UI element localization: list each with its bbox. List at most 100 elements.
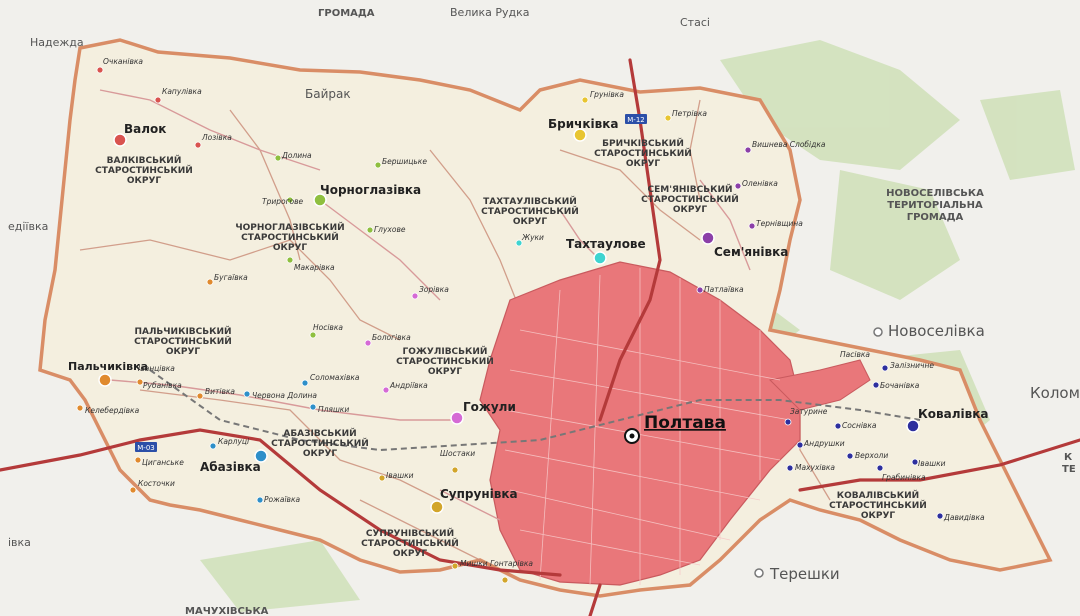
svg-text:ОКРУГ: ОКРУГ xyxy=(673,205,708,215)
center-gozhuly[interactable]: Гожули xyxy=(450,400,516,425)
svg-text:Бочанівка: Бочанівка xyxy=(880,381,920,390)
road-shield-m12: М-12 xyxy=(625,114,647,124)
svg-text:БРИЧКІВСЬКИЙ: БРИЧКІВСЬКИЙ xyxy=(602,137,684,149)
center-palchykivka[interactable]: Пальчиківка xyxy=(68,360,148,387)
svg-text:Ковалівка: Ковалівка xyxy=(918,407,988,421)
svg-text:Циганське: Циганське xyxy=(142,458,184,467)
svg-text:ОКРУГ: ОКРУГ xyxy=(861,511,896,521)
poltava-city-east xyxy=(768,359,871,411)
okrug-label-semianivskyi: СЕМ'ЯНІВСЬКИЙ СТАРОСТИНСЬКИЙ ОКРУГ xyxy=(641,183,739,215)
ext-label-ediivka: едіївка xyxy=(8,220,48,233)
ext-label-k: К xyxy=(1064,452,1073,463)
svg-text:Зорівка: Зорівка xyxy=(419,285,449,294)
svg-text:Іванцівка: Іванцівка xyxy=(138,364,175,373)
okrug-label-gozhulivskyi: ГОЖУЛІВСЬКИЙ СТАРОСТИНСЬКИЙ ОКРУГ xyxy=(396,345,494,377)
svg-text:ОКРУГ: ОКРУГ xyxy=(393,549,428,559)
svg-text:Абазівка: Абазівка xyxy=(200,460,261,474)
center-abazivka[interactable]: Абазівка xyxy=(200,449,268,474)
svg-text:Івашки: Івашки xyxy=(918,459,946,468)
svg-text:ОКРУГ: ОКРУГ xyxy=(303,449,338,459)
ext-label-novoselivska-hromada: НОВОСЕЛІВСЬКА ТЕРИТОРІАЛЬНА ГРОМАДА xyxy=(886,188,984,223)
center-semianivka[interactable]: Сем'янівка xyxy=(701,231,788,259)
svg-text:Рожаївка: Рожаївка xyxy=(264,495,300,504)
svg-text:Пляшки: Пляшки xyxy=(318,405,349,414)
svg-text:Глухове: Глухове xyxy=(374,225,406,234)
svg-text:Очканівка: Очканівка xyxy=(103,57,143,66)
svg-text:Тахтаулове: Тахтаулове xyxy=(566,237,646,251)
svg-text:Жуки: Жуки xyxy=(521,233,544,242)
tereshky-marker xyxy=(754,568,764,578)
svg-text:Косточки: Косточки xyxy=(138,479,175,488)
center-kovalivka[interactable]: Ковалівка xyxy=(906,407,988,433)
svg-text:Соснівка: Соснівка xyxy=(842,421,877,430)
svg-text:Давидівка: Давидівка xyxy=(943,513,985,522)
svg-text:Бершицьке: Бершицьке xyxy=(382,157,427,166)
okrug-label-chornoglazivskyi: ЧОРНОГЛАЗІВСЬКИЙ СТАРОСТИНСЬКИЙ ОКРУГ xyxy=(235,221,344,253)
okrug-label-suprunivskyi: СУПРУНІВСЬКИЙ СТАРОСТИНСЬКИЙ ОКРУГ xyxy=(361,527,459,559)
ext-label-nadezhda: Надежда xyxy=(30,36,84,49)
svg-text:Івашки: Івашки xyxy=(386,471,414,480)
center-brychkivka[interactable]: Бричківка xyxy=(548,117,618,142)
center-takhtaulove[interactable]: Тахтаулове xyxy=(566,237,646,265)
svg-text:Махухівка: Махухівка xyxy=(795,463,835,472)
svg-text:Мишки: Мишки xyxy=(460,559,488,568)
ext-label-hromada-top: ГРОМАДА xyxy=(318,8,375,19)
svg-text:ТЕРИТОРІАЛЬНА: ТЕРИТОРІАЛЬНА xyxy=(887,200,983,211)
center-chornoglazivka[interactable]: Чорноглазівка xyxy=(313,183,421,207)
svg-text:Макарівка: Макарівка xyxy=(294,263,335,272)
center-suprunivka[interactable]: Супрунівка xyxy=(430,487,518,514)
svg-text:ОКРУГ: ОКРУГ xyxy=(626,159,661,169)
svg-text:ТАХТАУЛІВСЬКИЙ: ТАХТАУЛІВСЬКИЙ xyxy=(483,195,577,207)
okrug-label-valkivskyi: ВАЛКІВСЬКИЙ СТАРОСТИНСЬКИЙ ОКРУГ xyxy=(95,154,193,186)
okrug-label-kovalivskyi: КОВАЛІВСЬКИЙ СТАРОСТИНСЬКИЙ ОКРУГ xyxy=(829,489,927,521)
ext-label-ivka: івка xyxy=(8,536,31,549)
svg-text:Андрушки: Андрушки xyxy=(803,439,845,448)
svg-text:СТАРОСТИНСЬКИЙ: СТАРОСТИНСЬКИЙ xyxy=(134,335,232,347)
svg-text:Гожули: Гожули xyxy=(463,400,516,414)
svg-text:ГОЖУЛІВСЬКИЙ: ГОЖУЛІВСЬКИЙ xyxy=(403,345,488,357)
village-dots xyxy=(76,66,944,584)
svg-text:Андріївка: Андріївка xyxy=(389,381,428,390)
svg-text:СУПРУНІВСЬКИЙ: СУПРУНІВСЬКИЙ xyxy=(366,527,454,539)
okrug-label-palchykivskyi: ПАЛЬЧИКІВСЬКИЙ СТАРОСТИНСЬКИЙ ОКРУГ xyxy=(134,325,232,357)
ext-label-staci: Стасі xyxy=(680,16,710,29)
railway xyxy=(149,369,921,452)
svg-text:ОКРУГ: ОКРУГ xyxy=(428,367,463,377)
svg-text:КОВАЛІВСЬКИЙ: КОВАЛІВСЬКИЙ xyxy=(837,489,919,501)
svg-text:М-03: М-03 xyxy=(137,444,154,452)
svg-text:СТАРОСТИНСЬКИЙ: СТАРОСТИНСЬКИЙ xyxy=(361,537,459,549)
svg-text:Носівка: Носівка xyxy=(313,323,343,332)
ext-label-velyka-rudka: Велика Рудка xyxy=(450,6,530,19)
svg-text:Лозівка: Лозівка xyxy=(201,133,232,142)
svg-text:ОКРУГ: ОКРУГ xyxy=(166,347,201,357)
city-label-poltava[interactable]: Полтава xyxy=(644,413,726,433)
svg-text:Трирогове: Трирогове xyxy=(262,197,304,206)
village-labels: Очканівка Капулівка Лозівка Долина Берши… xyxy=(85,57,985,568)
secondary-roads xyxy=(99,89,751,521)
svg-text:Пальчиківка: Пальчиківка xyxy=(68,360,148,373)
svg-text:Вишнева Слобідка: Вишнева Слобідка xyxy=(752,140,826,149)
svg-text:СТАРОСТИНСЬКИЙ: СТАРОСТИНСЬКИЙ xyxy=(271,437,369,449)
svg-text:Рубанівка: Рубанівка xyxy=(143,381,182,390)
svg-text:Бологівка: Бологівка xyxy=(372,333,411,342)
svg-text:Витівка: Витівка xyxy=(205,387,235,396)
svg-text:Грабинівка: Грабинівка xyxy=(882,473,926,482)
svg-text:СЕМ'ЯНІВСЬКИЙ: СЕМ'ЯНІВСЬКИЙ xyxy=(647,183,732,195)
svg-text:Бугаївка: Бугаївка xyxy=(214,273,248,282)
ext-label-novoselivka: Новоселівка xyxy=(888,322,985,340)
svg-text:Пасівка: Пасівка xyxy=(840,350,870,359)
poltava-center-marker[interactable] xyxy=(624,428,640,444)
svg-text:Карлуці: Карлуці xyxy=(218,437,250,446)
ext-label-tereshky: Терешки xyxy=(769,565,840,583)
svg-text:СТАРОСТИНСЬКИЙ: СТАРОСТИНСЬКИЙ xyxy=(241,231,339,243)
svg-text:АБАЗІВСЬКИЙ: АБАЗІВСЬКИЙ xyxy=(283,427,356,439)
ext-label-kolom: Колом xyxy=(1030,384,1080,402)
svg-text:Тернівщина: Тернівщина xyxy=(756,219,803,228)
svg-text:М-12: М-12 xyxy=(627,116,644,124)
center-valok[interactable]: Валок xyxy=(113,122,166,147)
svg-text:Гонтарівка: Гонтарівка xyxy=(490,559,533,568)
city-streets xyxy=(504,268,791,586)
okrug-label-takhtaulivskyi: ТАХТАУЛІВСЬКИЙ СТАРОСТИНСЬКИЙ ОКРУГ xyxy=(481,195,579,227)
svg-text:Капулівка: Капулівка xyxy=(162,87,202,96)
